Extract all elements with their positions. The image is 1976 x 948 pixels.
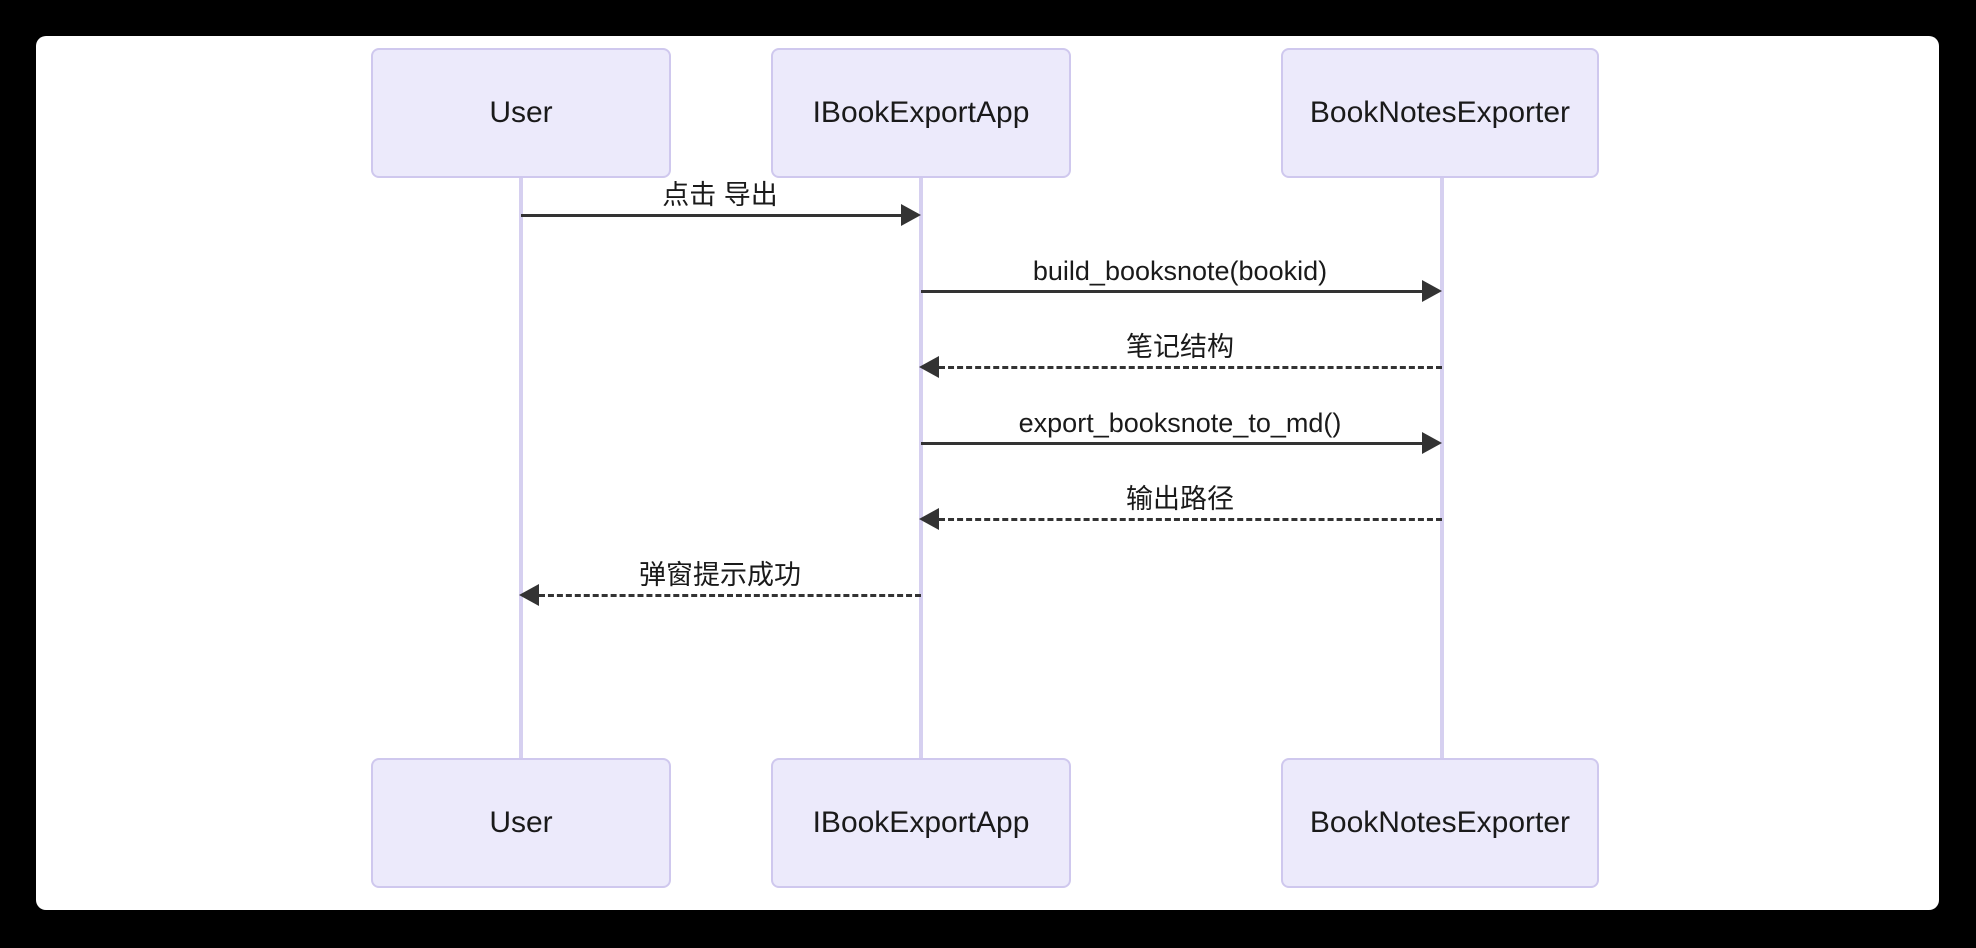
participant-label-user-bottom: User [489,806,553,839]
sequence-diagram: User IBookExportApp BookNotesExporter 点击… [36,36,1939,910]
message-label-5: 输出路径 [1126,484,1234,514]
participant-box-user-bottom[interactable]: User [371,758,671,888]
message-label-3: 笔记结构 [1126,332,1234,362]
message-arrowhead-3 [919,356,939,378]
participant-label-ibookexportapp-bottom: IBookExportApp [812,806,1030,839]
message-arrowhead-5 [919,508,939,530]
participant-label-booknotesexporter-bottom: BookNotesExporter [1309,806,1571,839]
participant-label-ibookexportapp-top: IBookExportApp [812,96,1030,129]
message-arrowhead-2 [1422,280,1442,302]
lifeline-ibookexportapp [919,166,923,758]
diagram-canvas: User IBookExportApp BookNotesExporter 点击… [36,36,1939,910]
participant-label-booknotesexporter-top: BookNotesExporter [1309,96,1571,129]
message-label-2: build_booksnote(bookid) [1032,256,1328,286]
message-arrowhead-1 [901,204,921,226]
message-line-4 [921,442,1422,445]
message-arrowhead-6 [519,584,539,606]
participant-box-ibookexportapp-top[interactable]: IBookExportApp [771,48,1071,178]
participant-label-user-top: User [489,96,553,129]
message-label-1: 点击 导出 [662,180,778,210]
participant-box-ibookexportapp-bottom[interactable]: IBookExportApp [771,758,1071,888]
message-label-4: export_booksnote_to_md() [1018,408,1342,438]
participant-box-booknotesexporter-bottom[interactable]: BookNotesExporter [1281,758,1599,888]
message-line-6 [539,594,921,597]
message-line-3 [939,366,1442,369]
lifeline-user [519,166,523,758]
message-line-2 [921,290,1422,293]
message-label-6: 弹窗提示成功 [639,560,801,590]
message-line-5 [939,518,1442,521]
lifeline-booknotesexporter [1440,166,1444,758]
message-arrowhead-4 [1422,432,1442,454]
message-line-1 [521,214,901,217]
participant-box-user-top[interactable]: User [371,48,671,178]
participant-box-booknotesexporter-top[interactable]: BookNotesExporter [1281,48,1599,178]
